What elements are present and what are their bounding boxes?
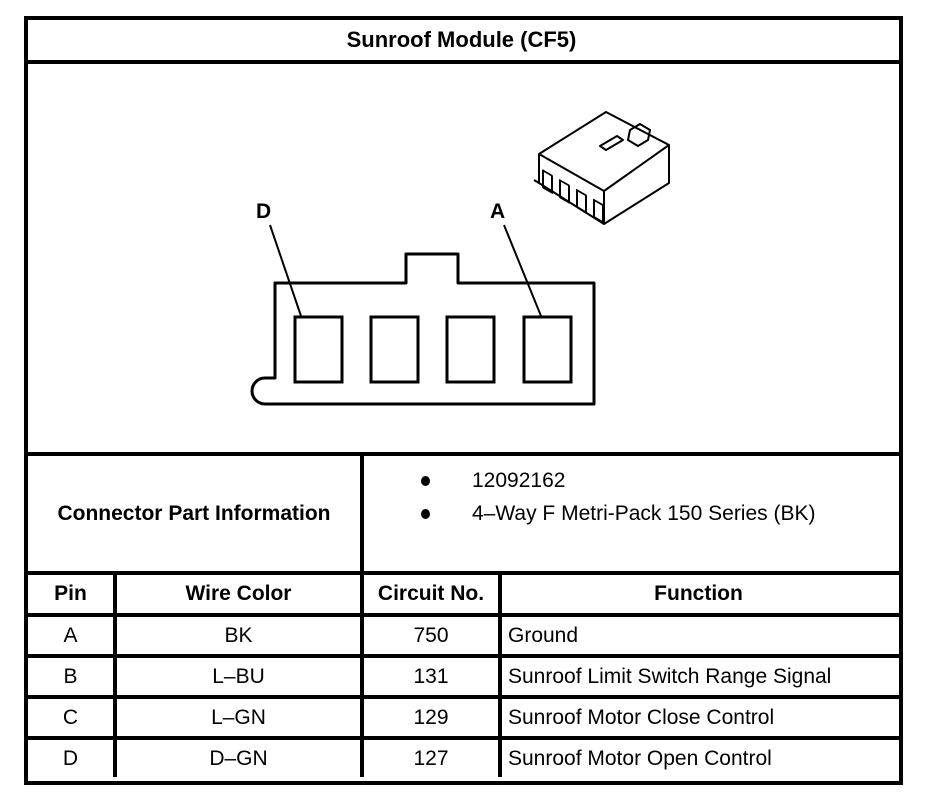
- circuit-cell: 750: [413, 623, 449, 647]
- column-divider: [498, 575, 502, 777]
- column-divider: [113, 575, 117, 777]
- bullet-icon: [421, 476, 430, 486]
- list-item: 12092162: [364, 469, 565, 493]
- divider: [24, 613, 899, 617]
- pin-cell: C: [62, 705, 79, 729]
- divider: [24, 695, 899, 699]
- divider: [24, 571, 899, 575]
- divider: [24, 654, 899, 658]
- pin-label-d: D: [256, 200, 271, 223]
- column-divider: [360, 575, 364, 777]
- part-number: 12092162: [472, 469, 566, 492]
- cavity-d: [293, 315, 344, 384]
- pin-cell: D: [62, 746, 79, 770]
- function-cell: Sunroof Motor Close Control: [508, 705, 775, 729]
- list-item: 4–Way F Metri-Pack 150 Series (BK): [364, 502, 816, 526]
- function-cell: Sunroof Motor Open Control: [508, 746, 772, 770]
- function-cell: Sunroof Limit Switch Range Signal: [508, 664, 832, 688]
- cavity-a: [522, 315, 573, 384]
- header-pin: Pin: [54, 582, 87, 605]
- header-wire-color: Wire Color: [185, 582, 292, 605]
- header-function: Function: [654, 582, 743, 605]
- bullet-icon: [421, 509, 430, 519]
- connector-isometric-icon: [533, 111, 670, 225]
- divider: [24, 736, 899, 740]
- connector-table-frame: [24, 16, 903, 785]
- wire-color-cell: L–GN: [211, 705, 266, 729]
- pin-label-a: A: [490, 200, 505, 223]
- wire-color-cell: BK: [224, 623, 253, 647]
- header-circuit-no: Circuit No.: [377, 582, 485, 605]
- pin-cell: A: [63, 623, 78, 647]
- wire-color-cell: L–BU: [212, 664, 265, 688]
- divider: [24, 60, 899, 64]
- circuit-cell: 131: [413, 664, 449, 688]
- circuit-cell: 127: [413, 746, 449, 770]
- connector-diagram: D A: [250, 111, 670, 406]
- cavity-c: [369, 315, 420, 384]
- connector-part-info-label: Connector Part Information: [57, 501, 331, 525]
- divider: [24, 452, 899, 456]
- connector-description: 4–Way F Metri-Pack 150 Series (BK): [472, 502, 816, 525]
- divider: [360, 456, 364, 571]
- function-cell: Ground: [508, 623, 579, 647]
- wire-color-cell: D–GN: [209, 746, 268, 770]
- page-title: Sunroof Module (CF5): [346, 27, 577, 52]
- cavity-b: [445, 315, 496, 384]
- pin-cell: B: [63, 664, 78, 688]
- connector-face-view: [250, 224, 596, 406]
- circuit-cell: 129: [413, 705, 449, 729]
